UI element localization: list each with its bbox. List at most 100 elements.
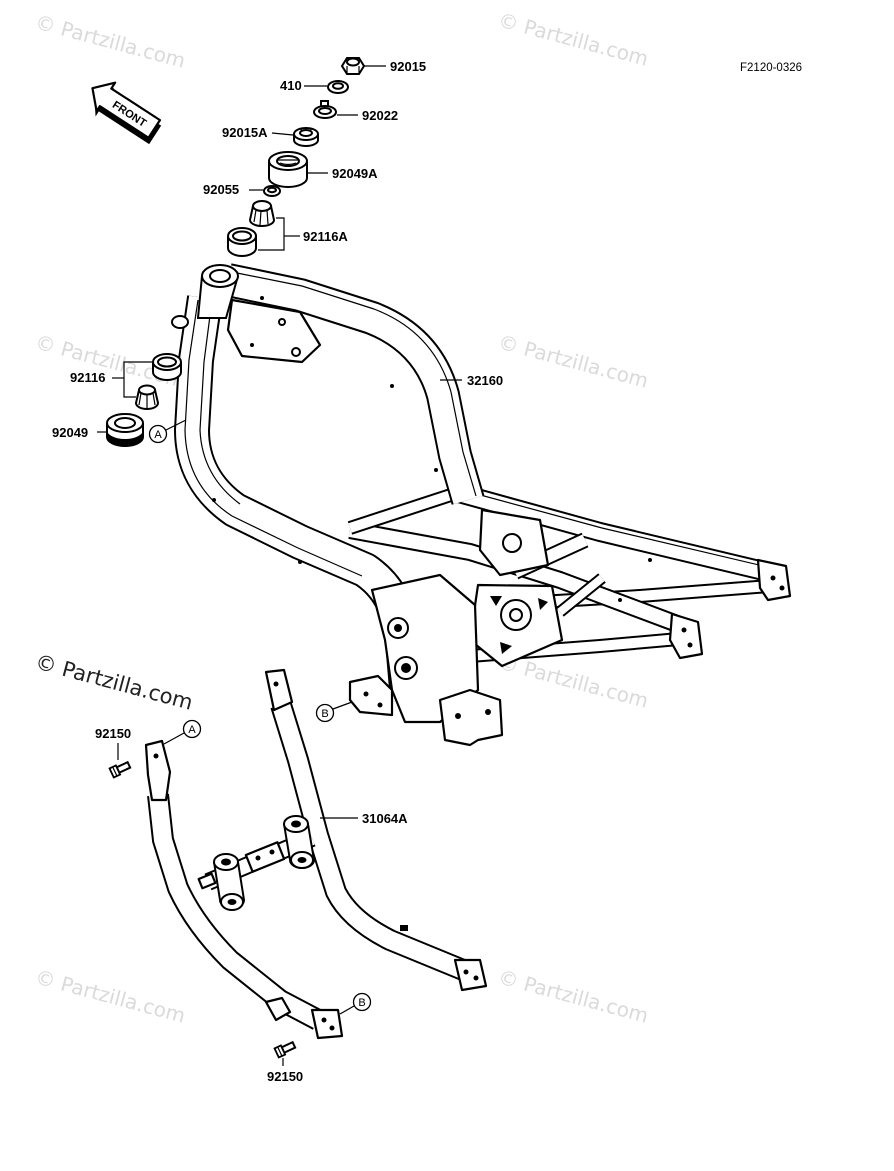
ref-letter: B xyxy=(358,997,365,1009)
bolt-hole xyxy=(377,702,383,708)
bolt-hole xyxy=(770,575,776,581)
down-tube-right-top-bracket xyxy=(264,668,294,712)
callout-92116: 92116 xyxy=(70,370,105,385)
swingarm-pivot-bore xyxy=(509,608,523,622)
bolt-hole xyxy=(363,691,369,697)
rear-rail-right-edge xyxy=(461,489,777,570)
ref-marker-a: A xyxy=(148,424,168,444)
bolt-hole xyxy=(269,849,275,855)
frame-dot xyxy=(298,560,302,564)
seal-thread xyxy=(277,155,299,166)
ref-letter: A xyxy=(154,429,162,441)
lower-mount-bracket xyxy=(348,674,394,717)
tube-tab xyxy=(400,925,408,931)
nut-notch xyxy=(299,127,303,132)
diagonal-strut-fill xyxy=(557,574,605,616)
part-92150-bolt-upper xyxy=(108,760,132,779)
callout-92150-lower: 92150 xyxy=(267,1069,303,1084)
boss-bore xyxy=(291,820,301,828)
ref-letter: B xyxy=(321,708,328,720)
ref-circle xyxy=(315,703,335,723)
bolt-hole xyxy=(779,585,785,591)
leader-line xyxy=(332,701,353,710)
down-tube-right-end-bracket xyxy=(453,958,488,992)
ref-circle xyxy=(148,424,168,444)
down-tube-31064a xyxy=(144,668,488,1040)
leader-line xyxy=(271,132,294,136)
lock-washer-inner xyxy=(318,107,332,115)
part-92049a-seal xyxy=(268,151,308,188)
callout-92116a: 92116A xyxy=(303,229,348,244)
mount-hole xyxy=(278,318,286,326)
front-direction-arrow: FRONT xyxy=(91,81,162,145)
left-pivot-plate xyxy=(370,573,480,724)
down-tube-left-top-bracket xyxy=(144,739,172,802)
bracket-leader xyxy=(258,217,285,251)
part-92015-nut xyxy=(340,57,366,75)
watermark-text: © Partzilla.com xyxy=(496,330,651,393)
down-tube-left-fill xyxy=(149,794,323,1028)
ref-marker-a: A xyxy=(182,719,202,739)
frame-dot xyxy=(390,384,394,388)
bolt-hole xyxy=(250,343,254,347)
engine-mount-boss xyxy=(171,315,189,329)
part-92150-bolt-lower xyxy=(273,1040,297,1059)
part-92116a-bearing xyxy=(227,200,276,257)
callout-92022: 92022 xyxy=(362,108,398,123)
left-spar-edge xyxy=(184,299,363,577)
cross-member-end-pin xyxy=(197,872,217,890)
frame-dot xyxy=(260,296,264,300)
roller-lines xyxy=(253,209,269,226)
footrest-bracket xyxy=(438,688,504,747)
part-92049-seal xyxy=(106,413,144,447)
frame-dot xyxy=(434,468,438,472)
bolt-hole xyxy=(687,642,693,648)
frame-dot xyxy=(212,498,216,502)
left-spar-edge xyxy=(199,299,241,505)
front-arrow-shape xyxy=(91,81,162,139)
rear-crossbar-fill xyxy=(348,487,462,533)
plate-cutout xyxy=(538,598,548,610)
rear-rail-right-fill xyxy=(452,484,778,582)
plate-cutout xyxy=(490,596,502,606)
bolt-hole xyxy=(473,975,479,981)
watermark-text: © Partzilla.com xyxy=(33,965,188,1028)
part-92055-washer xyxy=(263,185,281,197)
bracket-leader xyxy=(123,361,152,398)
tapered-roller-top xyxy=(252,200,272,212)
ref-marker-b: B xyxy=(352,992,372,1012)
nut-notch xyxy=(309,127,313,132)
bolt-hole xyxy=(321,1017,327,1023)
tube-clamp xyxy=(264,996,292,1022)
bearing-race-inner xyxy=(157,356,177,368)
roller-lines xyxy=(138,392,156,408)
callout-92049: 92049 xyxy=(52,425,88,440)
callout-92055: 92055 xyxy=(203,182,239,197)
bolt-hole xyxy=(273,681,279,687)
bolt-hole xyxy=(455,713,461,719)
bolt-hole xyxy=(681,627,687,633)
part-92116-bearing xyxy=(134,353,182,410)
boss-bore xyxy=(297,857,307,863)
callout-32160: 32160 xyxy=(467,373,503,388)
right-spar-edge xyxy=(231,271,477,497)
ref-marker-b: B xyxy=(315,703,335,723)
bolt-hole xyxy=(463,969,469,975)
seal-band xyxy=(107,430,143,446)
frame-dot xyxy=(648,558,652,562)
leader-line xyxy=(163,732,185,745)
washer-inner xyxy=(267,186,277,194)
callout-92015a: 92015A xyxy=(222,125,268,140)
down-tube-left-end-bracket xyxy=(310,1008,344,1040)
main-frame-32160 xyxy=(171,263,792,747)
callout-92150-upper: 92150 xyxy=(95,726,131,741)
watermark-text-dark: © Partzilla.com xyxy=(33,650,196,715)
right-main-spar-fill xyxy=(224,265,483,505)
callout-92049a: 92049A xyxy=(332,166,378,181)
nut-bore xyxy=(346,57,360,67)
leader-line xyxy=(165,419,187,431)
leader-line xyxy=(339,1005,355,1015)
pivot-plate-bore xyxy=(401,663,411,673)
watermark-text: © Partzilla.com xyxy=(496,965,651,1028)
